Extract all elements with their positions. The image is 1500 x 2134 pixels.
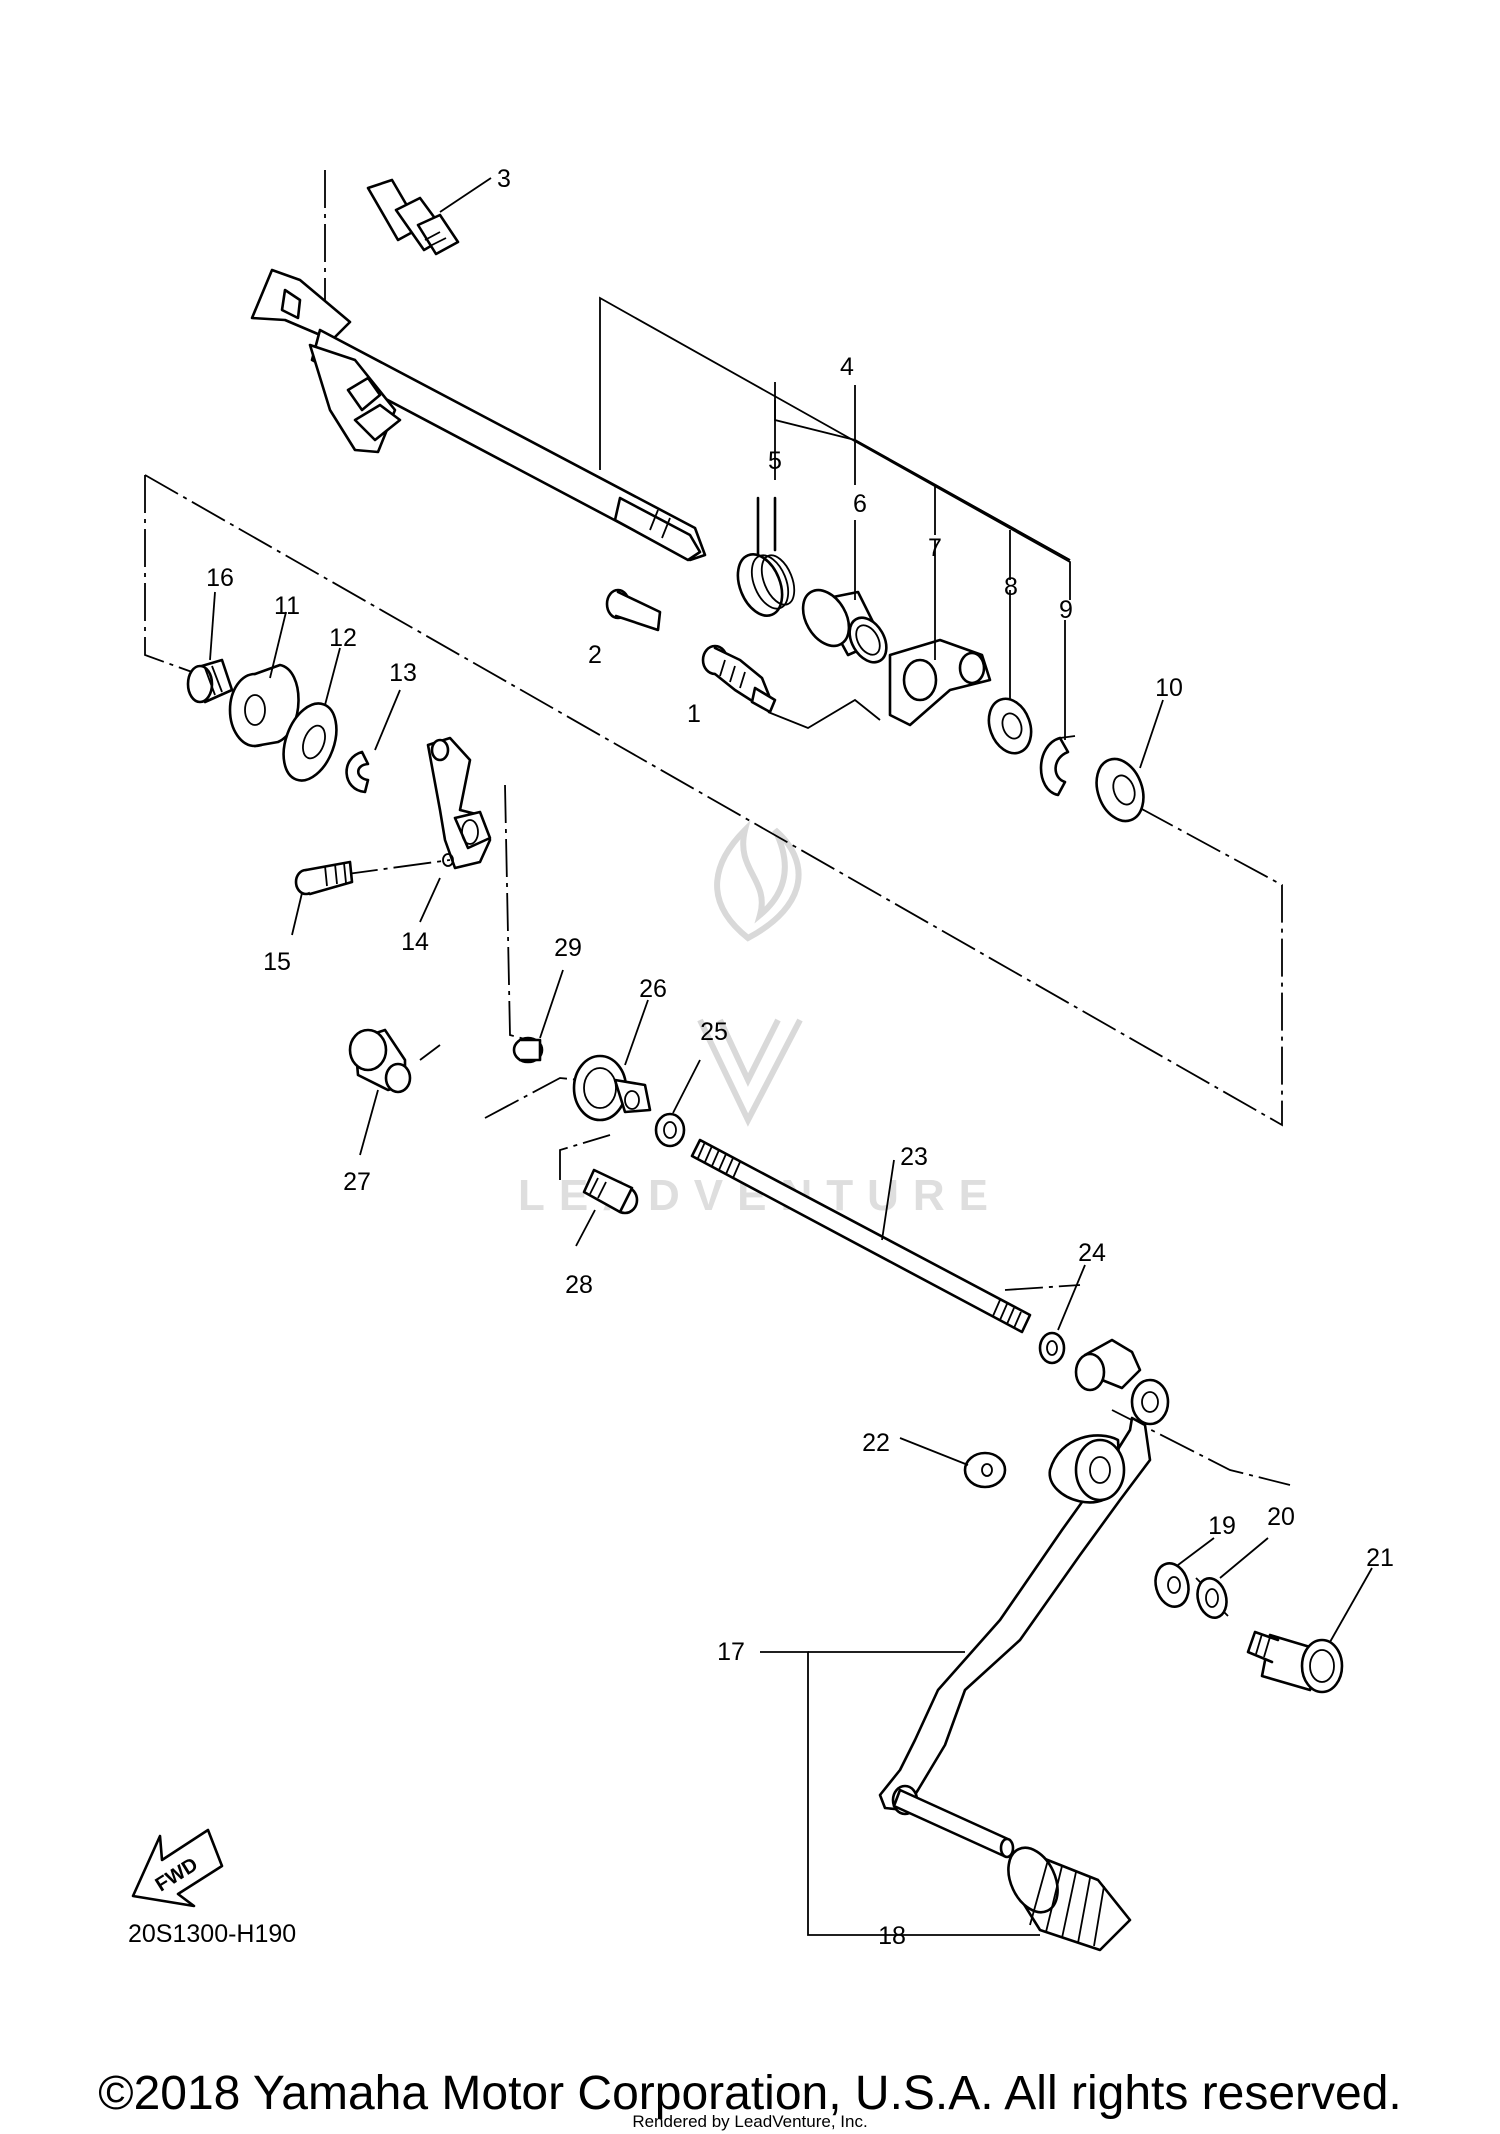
- callout-12: 12: [329, 624, 357, 652]
- callout-21: 21: [1366, 1544, 1394, 1572]
- part-3-bolt: [366, 178, 460, 256]
- callout-17: 17: [717, 1638, 745, 1666]
- part-18-peg: [892, 1788, 1132, 1952]
- callout-2: 2: [588, 641, 602, 669]
- part-2-pin: [605, 588, 662, 632]
- part-14-lever: [426, 736, 492, 870]
- callout-13: 13: [389, 659, 417, 687]
- diagram-code: 20S1300-H190: [128, 1920, 296, 1948]
- part-11-seal: [228, 663, 300, 748]
- part-6-collar: [801, 588, 888, 664]
- copyright-text: ©2018 Yamaha Motor Corporation, U.S.A. A…: [98, 2067, 1402, 2120]
- part-16-bearing: [186, 658, 234, 704]
- callout-3: 3: [497, 165, 511, 193]
- part-19-washer: [1154, 1562, 1190, 1608]
- part-13-circlip: [345, 750, 370, 794]
- callout-11: 11: [274, 592, 300, 620]
- callout-numbers: 1 2 3 4 5 6 7 8 9 10 11 12 13 14 15 16 1…: [206, 165, 1394, 1950]
- part-24-nut: [1038, 1331, 1066, 1365]
- callout-22: 22: [862, 1429, 890, 1457]
- part-20-lock-washer: [1195, 1577, 1229, 1619]
- rendered-by-text: Rendered by LeadVenture, Inc.: [632, 2112, 868, 2131]
- callout-15: 15: [263, 948, 291, 976]
- callout-7: 7: [928, 534, 942, 562]
- part-9-circlip: [1039, 735, 1076, 797]
- part-15-bolt: [294, 860, 354, 896]
- callout-5: 5: [768, 447, 782, 475]
- callout-9: 9: [1059, 596, 1073, 624]
- shift-shaft: [250, 268, 707, 562]
- part-5-spring: [736, 496, 796, 617]
- leader-lines: [209, 177, 1373, 1643]
- leadventure-watermark: LEADVENTURE: [518, 820, 988, 1220]
- part-7-plate: [888, 638, 992, 727]
- part-8-washer: [987, 697, 1033, 755]
- callout-10: 10: [1155, 674, 1183, 702]
- part-12-washer: [282, 702, 338, 782]
- part-27-boot: [348, 1028, 412, 1094]
- callout-24: 24: [1078, 1239, 1106, 1267]
- callout-19: 19: [1208, 1512, 1236, 1540]
- callout-25: 25: [700, 1018, 728, 1046]
- part-26-joint: [572, 1054, 652, 1122]
- callout-27: 27: [343, 1168, 371, 1196]
- part-29-bushing: [512, 1036, 544, 1064]
- callout-14: 14: [401, 928, 429, 956]
- part-21-pivot-bolt: [1246, 1630, 1344, 1694]
- part-17-pedal: [878, 1338, 1170, 1816]
- callout-8: 8: [1004, 573, 1018, 601]
- callout-6: 6: [853, 490, 867, 518]
- callout-28: 28: [565, 1271, 593, 1299]
- part-1-bolt: [701, 644, 777, 714]
- callout-1: 1: [687, 700, 701, 728]
- callout-29: 29: [554, 934, 582, 962]
- callout-20: 20: [1267, 1503, 1295, 1531]
- part-23-rod: [690, 1138, 1032, 1334]
- callout-18: 18: [878, 1922, 906, 1950]
- fwd-arrow-icon: FWD: [131, 1828, 224, 1908]
- callout-26: 26: [639, 975, 667, 1003]
- part-25-nut: [654, 1112, 686, 1148]
- callout-23: 23: [900, 1143, 928, 1171]
- callout-16: 16: [206, 564, 234, 592]
- callout-4: 4: [840, 353, 854, 381]
- part-10-washer: [1095, 757, 1145, 823]
- part-28-bolt: [582, 1168, 639, 1215]
- part-22-washer: [963, 1451, 1007, 1489]
